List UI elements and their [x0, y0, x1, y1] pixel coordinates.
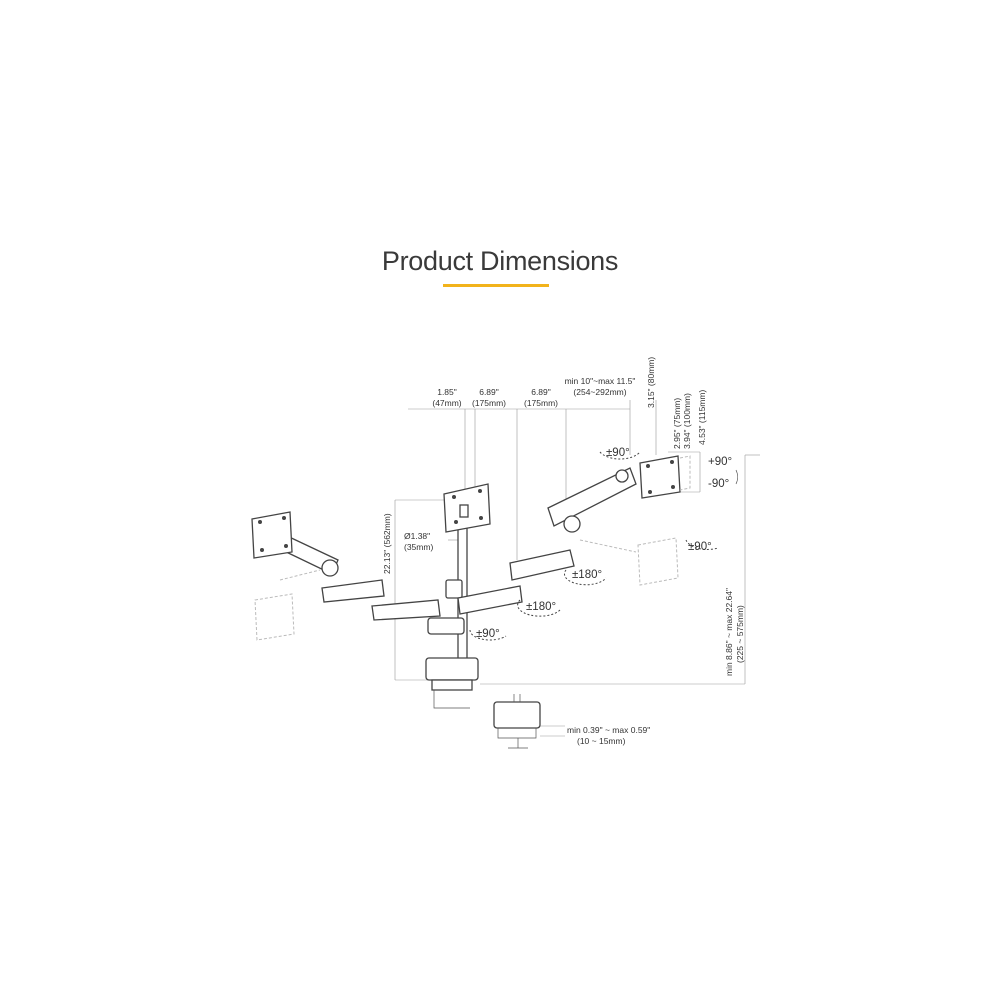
- rot-plus90: +90°: [708, 456, 732, 468]
- dim-1-85-in: 1.85": [437, 387, 457, 397]
- dim-height-range-in: min 8.86" ~ max 22.64": [724, 588, 734, 676]
- desk-clamp-detail: [493, 694, 541, 749]
- page-title: Product Dimensions: [381, 246, 619, 276]
- dimension-lines: [394, 400, 760, 737]
- top-vesa-plate: [443, 483, 491, 533]
- dim-desk-mm: (10 ~ 15mm): [577, 736, 626, 746]
- right-arm: [457, 467, 637, 615]
- rot-minus90: -90°: [708, 478, 729, 490]
- dim-3-94: 3.94" (100mm): [682, 393, 692, 449]
- dim-reach-in: min 10"~max 11.5": [565, 376, 636, 386]
- right-vesa-plate: [639, 455, 691, 499]
- dim-pole-diam-in: Ø1.38": [404, 531, 430, 541]
- title-accent-bar: [443, 284, 549, 287]
- dim-desk-in: min 0.39" ~ max 0.59": [567, 725, 650, 735]
- dim-pole-height: 22.13" (562mm): [382, 513, 392, 574]
- desk-clamp-base: [425, 657, 479, 709]
- left-ghost-plate: [254, 569, 321, 641]
- rot-base: ±90°: [476, 628, 500, 640]
- center-pole: [427, 493, 468, 685]
- rot-top-tilt: ±90°: [606, 447, 630, 459]
- dim-6-89-a-mm: (175mm): [472, 398, 506, 408]
- dim-3-15: 3.15" (80mm): [646, 357, 656, 408]
- rot-arm-180b: ±180°: [526, 601, 556, 613]
- right-ghost-plate: [579, 537, 679, 586]
- left-vesa-plate: [251, 511, 293, 559]
- rot-arm-180a: ±180°: [572, 569, 602, 581]
- dim-reach-mm: (254~292mm): [573, 387, 626, 397]
- dim-2-95: 2.95" (75mm): [672, 398, 682, 449]
- rotation-arcs: [469, 451, 738, 641]
- dim-6-89-b-mm: (175mm): [524, 398, 558, 408]
- dim-6-89-a-in: 6.89": [479, 387, 499, 397]
- rotation-labels: ±90° ±90° ±180° ±180° ±90° +90° -90°: [476, 447, 732, 640]
- dim-4-53: 4.53" (115mm): [697, 390, 707, 445]
- dim-pole-diam-mm: (35mm): [404, 542, 433, 552]
- dimension-labels: 1.85" (47mm) 6.89" (175mm) 6.89" (175mm)…: [382, 357, 745, 746]
- rot-right-tilt: ±90°: [688, 541, 712, 553]
- dim-6-89-b-in: 6.89": [531, 387, 551, 397]
- dim-1-85-mm: (47mm): [432, 398, 461, 408]
- dim-height-range-mm: (225 ~ 575mm): [735, 605, 745, 663]
